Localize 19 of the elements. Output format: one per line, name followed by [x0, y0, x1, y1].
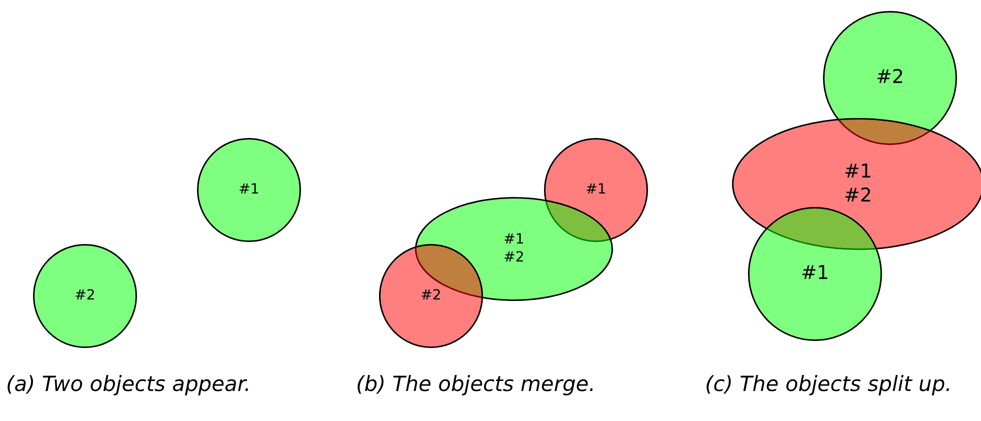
object-label: #2 [844, 184, 872, 208]
object-label: #1 [504, 232, 524, 249]
object-label: #1 [586, 181, 606, 199]
object-ellipse [415, 197, 613, 301]
subfigure-caption: (b) The objects merge. [356, 372, 596, 396]
object-label: #2 [420, 287, 442, 305]
object-label: #2 [74, 287, 96, 305]
object-circle [544, 138, 648, 242]
object-label: #1 [844, 160, 872, 184]
object-circle [33, 244, 137, 348]
subfigure-caption: (c) The objects split up. [705, 372, 952, 396]
object-label: #1 [238, 181, 260, 199]
object-circle [197, 138, 301, 242]
object-label: #2 [504, 249, 524, 266]
object-circle [379, 244, 483, 348]
subfigure-caption: (a) Two objects appear. [6, 372, 251, 396]
object-label: #2 [876, 66, 904, 90]
object-circle [748, 207, 882, 341]
object-label: #1 [800, 262, 829, 286]
